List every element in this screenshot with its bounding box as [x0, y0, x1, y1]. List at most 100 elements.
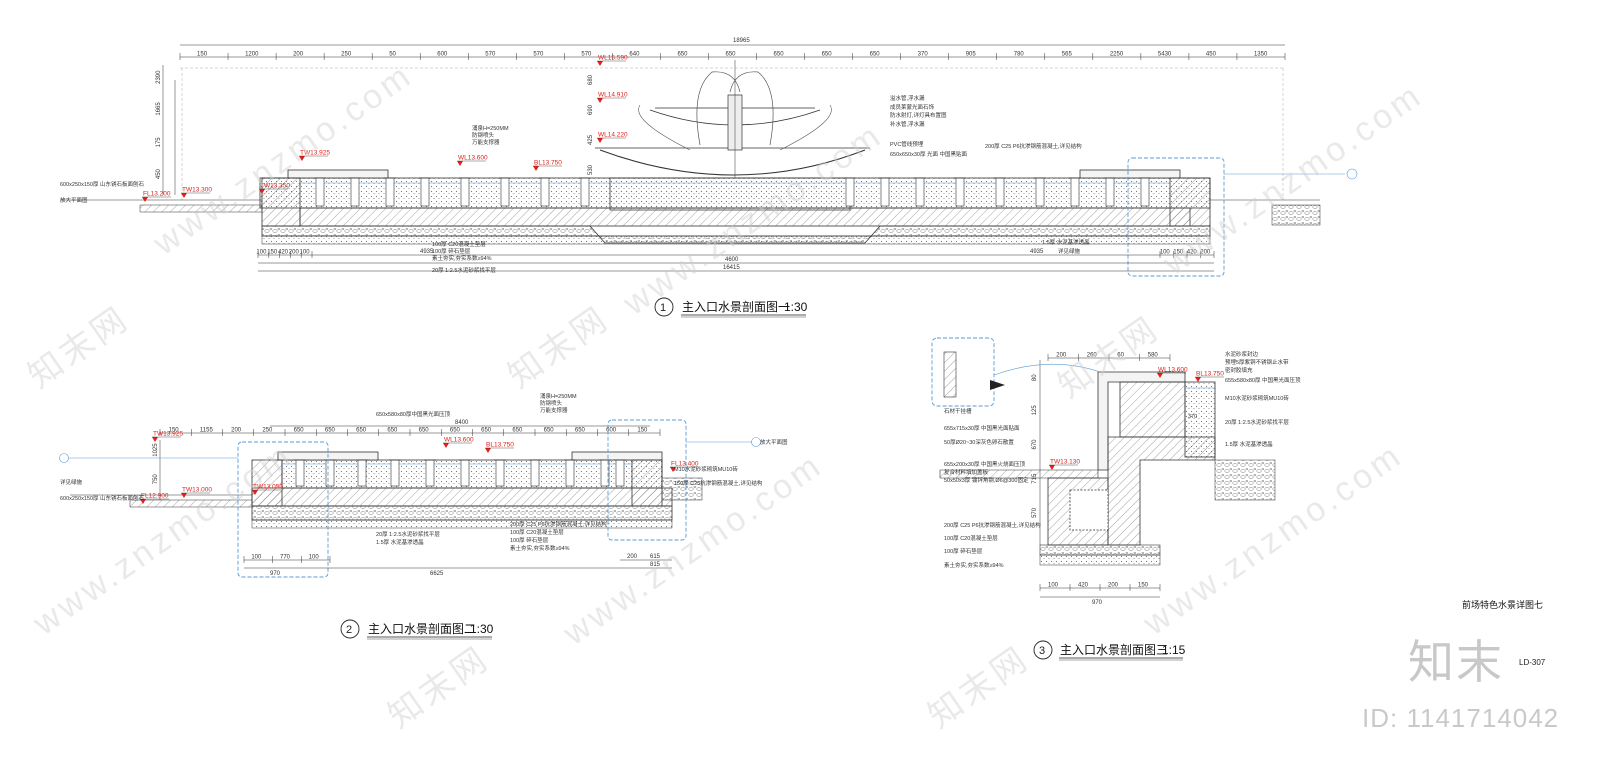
- pedestal-support: [460, 177, 470, 207]
- s1-top-dim: 1350: [1254, 52, 1268, 58]
- s3-title-circle: [1033, 640, 1053, 660]
- level-marker-icon: [299, 156, 305, 161]
- pedestal-support: [580, 177, 590, 207]
- s2-top-dim: 650: [387, 428, 398, 434]
- pedestal-support: [1105, 177, 1115, 207]
- pedestal-support: [385, 177, 395, 207]
- s2-bottom-dim: 970: [270, 571, 281, 577]
- level-label: WL13.600: [1158, 367, 1188, 374]
- s1-level-markers: WL15.590WL14.910WL14.220TW13.925WL13.600…: [142, 55, 628, 202]
- annotation-note: 100厚 碎石垫层: [432, 247, 471, 255]
- s1-top-dim: 150: [197, 52, 208, 58]
- annotation-note: 详见绿施: [1058, 247, 1081, 255]
- annotation-note: 650x580x80厚中国黑光面压顶: [376, 410, 450, 418]
- s2-top-dim: 650: [481, 428, 492, 434]
- s1-bottom-total: 16415: [723, 265, 740, 271]
- level-label: WL15.590: [598, 55, 628, 62]
- s2-top-dim: 650: [512, 428, 523, 434]
- s1-left-dim: 450: [156, 168, 162, 179]
- pedestal-support: [615, 459, 625, 487]
- s2-top-dim: 600: [606, 428, 617, 434]
- s1-top-dim: 905: [966, 52, 977, 58]
- annotation-note: M10水泥砂浆砌筑MU10砖: [674, 465, 738, 473]
- s3-bottom-dim: 420: [1078, 583, 1089, 589]
- level-label: TW13.050: [253, 484, 283, 491]
- annotation-note: 600x250x150厚 山东锈石板面刨石: [60, 494, 145, 502]
- level-marker-icon: [457, 161, 463, 166]
- level-label: BL13.750: [486, 442, 514, 449]
- s1-top-dim: 50: [389, 52, 396, 58]
- annotation-note: 溢水管,浮水漏: [890, 94, 925, 102]
- annotation-note: 100厚 C20混凝土垫层: [432, 240, 486, 248]
- annotation-note: 放大平面图: [60, 196, 88, 204]
- s1-bottom-dim: 200: [1200, 250, 1211, 256]
- level-label: WL14.220: [598, 132, 628, 139]
- annotation-note: 详见绿施: [60, 478, 83, 486]
- level-label: FL13.200: [143, 191, 171, 198]
- s3-top-dim: 580: [1148, 353, 1159, 359]
- image-id: ID: 1141714042: [1362, 703, 1560, 733]
- s2-detail-callout-right[interactable]: [607, 419, 687, 541]
- s3-detail-bubble[interactable]: [931, 337, 995, 407]
- s3-top-dim: 60: [1117, 353, 1124, 359]
- annotation-note: M10水泥砂浆砌筑MU10砖: [1225, 394, 1289, 402]
- level-marker-icon: [597, 138, 603, 143]
- level-label: TW13.300: [182, 187, 212, 194]
- s2-bottom-dim: 6625: [430, 571, 444, 577]
- s3-left-dim: 80: [1032, 374, 1038, 381]
- pedestal-support: [500, 177, 510, 207]
- annotation-note: 100厚 C20混凝土垫层: [944, 534, 998, 542]
- annotation-note: 涌泉H=250MM: [540, 392, 577, 400]
- annotation-note: PVC管线预埋: [890, 140, 924, 148]
- s2-bottom-dim: 200: [627, 554, 638, 560]
- pedestal-support: [1035, 177, 1045, 207]
- annotation-note: 素土夯实,夯实系数≥94%: [510, 544, 570, 552]
- level-marker-icon: [1157, 373, 1163, 378]
- s3-bottom-dim: 970: [1092, 600, 1103, 606]
- level-label: TW13.925: [153, 431, 183, 438]
- s3-bottom-dim: 200: [1108, 583, 1119, 589]
- annotation-note: 成员莱蒙光面石饰: [890, 103, 935, 111]
- level-marker-icon: [485, 448, 491, 453]
- annotation-note: 万能支撑器: [540, 406, 568, 414]
- annotation-note: 20厚 1:2.5水泥砂浆找平层: [1225, 418, 1289, 426]
- s2-level-markers: TW13.925TW13.050WL13.600BL13.750FL12.900…: [140, 431, 699, 504]
- pedestal-support: [565, 459, 575, 487]
- s1-center-dim: 680: [588, 74, 594, 85]
- s2-detail-callout-left[interactable]: [237, 441, 329, 578]
- annotation-note: 100厚 碎石垫层: [944, 547, 983, 555]
- s3-number: 3: [1039, 645, 1045, 657]
- level-label: BL13.750: [534, 160, 562, 167]
- s2-top-dim: 250: [262, 428, 273, 434]
- s1-top-dim: 570: [581, 52, 592, 58]
- s1-center-dim: 690: [588, 104, 594, 115]
- s1-top-dim: 2250: [1110, 52, 1124, 58]
- level-marker-icon: [1049, 465, 1055, 470]
- s2-bottom-dim: 615: [650, 554, 661, 560]
- annotation-note: 50厚Ø20~30深灰色卵石散置: [944, 438, 1014, 446]
- s1-scale: 1:30: [784, 300, 808, 314]
- annotation-note: 50x50x3厚 镀锌角钢,Ø6@300固定: [944, 476, 1029, 484]
- s1-top-dim: 650: [822, 52, 833, 58]
- level-label: TW13.130: [1050, 459, 1080, 466]
- s2-bottom-dim: 100: [309, 555, 320, 561]
- pedestal-support: [315, 177, 325, 207]
- pedestal-support: [460, 459, 470, 487]
- s3-left-dim: 570: [1032, 507, 1038, 518]
- s1-bottom-dim: 4935: [420, 249, 434, 255]
- annotation-note: 200厚 C25 P6抗渗钢筋混凝土,详见结构: [944, 521, 1041, 529]
- s3-left-dim: 125: [1032, 405, 1038, 416]
- level-marker-icon: [443, 443, 449, 448]
- s3-top-dim: 260: [1087, 353, 1098, 359]
- annotation-note: 1.5厚 水泥基渗透晶: [1225, 440, 1273, 448]
- annotation-note: 100厚 C20混凝土垫层: [510, 528, 564, 536]
- pedestal-support: [357, 459, 367, 487]
- s1-detail-callout[interactable]: [1127, 157, 1225, 277]
- annotation-note: 1.5厚 水泥基渗透晶: [376, 538, 424, 546]
- pedestal-support: [325, 459, 335, 487]
- s1-top-dim: 780: [1014, 52, 1025, 58]
